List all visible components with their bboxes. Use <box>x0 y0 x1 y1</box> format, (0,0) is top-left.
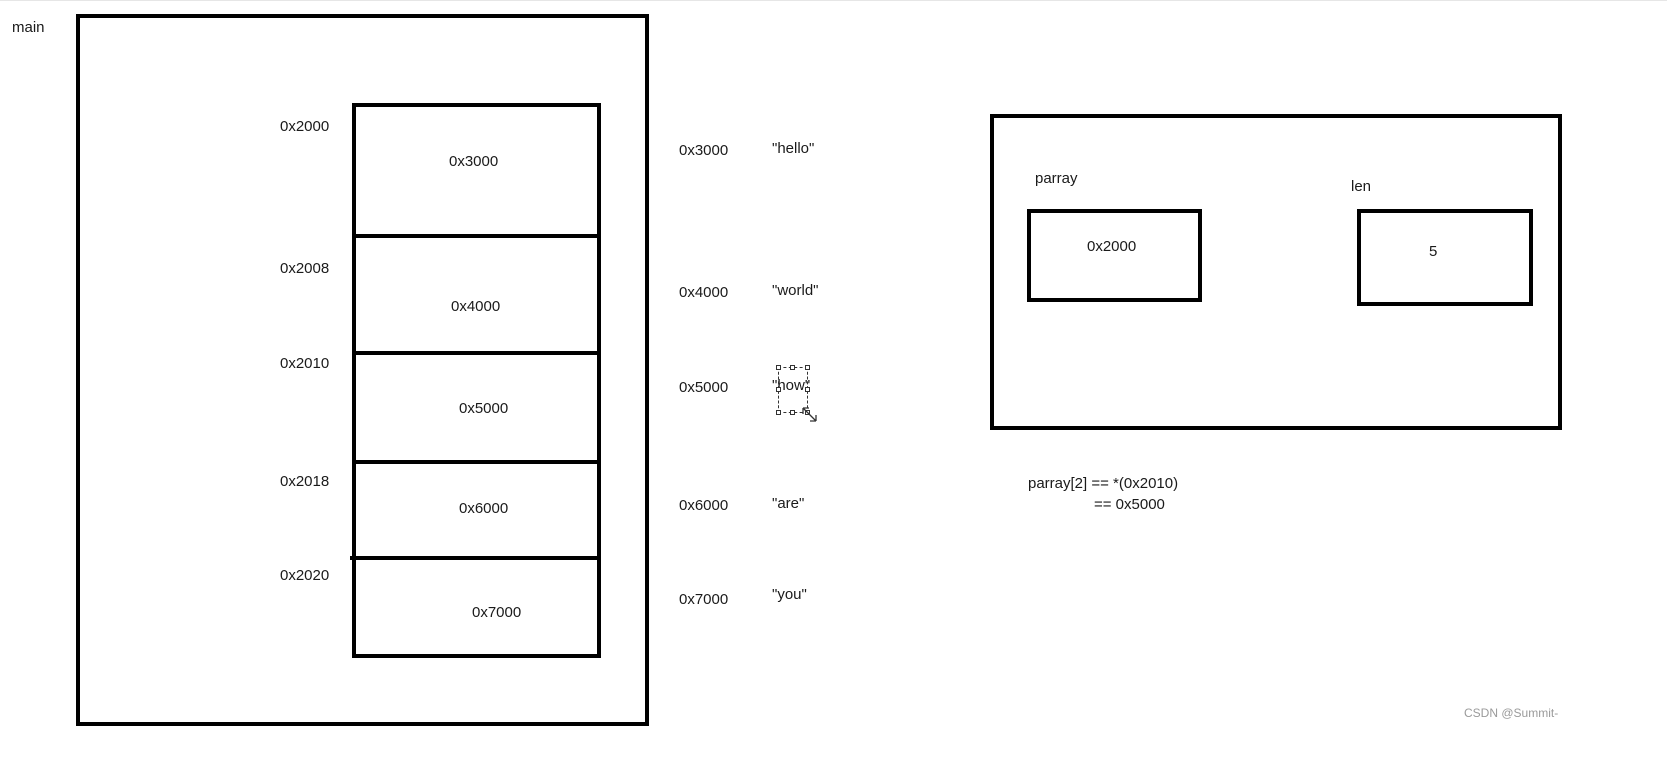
resize-handle[interactable] <box>776 365 781 370</box>
parray-field-box <box>1027 209 1202 302</box>
string-literal: "world" <box>772 282 819 299</box>
formula-line-2: == 0x5000 <box>1094 496 1165 513</box>
pointer-array-box <box>352 103 601 658</box>
resize-handle[interactable] <box>790 410 795 415</box>
len-value: 5 <box>1429 243 1438 260</box>
array-cell-divider <box>352 351 601 355</box>
string-literal: "you" <box>772 586 807 603</box>
resize-handle[interactable] <box>805 365 810 370</box>
array-cell-divider <box>352 234 601 238</box>
len-label: len <box>1351 178 1372 195</box>
array-address: 0x2020 <box>280 567 330 584</box>
parray-value: 0x2000 <box>1087 238 1137 255</box>
resize-cursor-icon <box>802 407 817 422</box>
array-address: 0x2008 <box>280 260 330 277</box>
array-cell-divider <box>352 460 601 464</box>
string-address: 0x5000 <box>679 379 729 396</box>
resize-handle[interactable] <box>805 387 810 392</box>
main-frame-label: main <box>12 19 45 36</box>
len-field-box <box>1357 209 1533 306</box>
string-address: 0x4000 <box>679 284 729 301</box>
parray-label: parray <box>1035 170 1078 187</box>
struct-box <box>990 114 1562 430</box>
resize-handle[interactable] <box>776 387 781 392</box>
array-address: 0x2010 <box>280 355 330 372</box>
string-address: 0x3000 <box>679 142 729 159</box>
array-cell-divider <box>350 556 601 560</box>
string-literal: "hello" <box>772 140 815 157</box>
string-literal: "how" <box>772 377 811 394</box>
array-cell-value: 0x4000 <box>451 298 501 315</box>
array-cell-value: 0x3000 <box>449 153 499 170</box>
main-frame-box <box>76 14 649 726</box>
string-address: 0x7000 <box>679 591 729 608</box>
array-cell-value: 0x7000 <box>472 604 522 621</box>
top-divider <box>0 0 1667 3</box>
watermark: CSDN @Summit- <box>1464 706 1559 720</box>
string-address: 0x6000 <box>679 497 729 514</box>
string-literal: "are" <box>772 495 805 512</box>
array-cell-value: 0x5000 <box>459 400 509 417</box>
array-cell-value: 0x6000 <box>459 500 509 517</box>
formula-line-1: parray[2] == *(0x2010) <box>1028 475 1179 492</box>
resize-handle[interactable] <box>790 365 795 370</box>
array-address: 0x2018 <box>280 473 330 490</box>
array-address: 0x2000 <box>280 118 330 135</box>
resize-handle[interactable] <box>776 410 781 415</box>
